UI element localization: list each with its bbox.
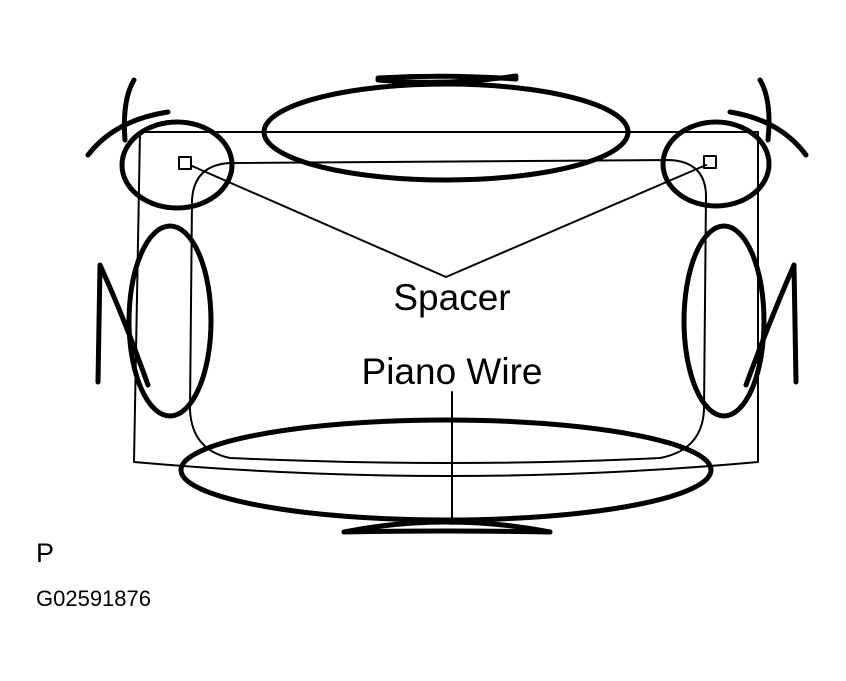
- wire-cross-right: [743, 262, 799, 388]
- wire-cross-top: [375, 73, 519, 85]
- cut-zone-left: [126, 223, 214, 419]
- wire-cross-bottom: [341, 519, 553, 535]
- molding-outline: [189, 159, 707, 464]
- cut-zone-top-right: [660, 119, 772, 209]
- wire-arc-top-left: [85, 109, 171, 158]
- wire-cross-left: [95, 262, 151, 388]
- wire-arc-top-left-2: [121, 77, 137, 143]
- wire-arc-top-right: [727, 109, 809, 158]
- spacer-leader-line: [191, 164, 707, 278]
- cut-zone-top-left: [119, 119, 235, 211]
- spacer-right: [703, 155, 717, 169]
- cut-zone-right: [681, 223, 767, 419]
- view-letter-label: P: [36, 538, 54, 568]
- wire-arc-top-right-2: [757, 77, 772, 143]
- piano-wire-label: Piano Wire: [362, 351, 543, 392]
- spacer-left: [178, 156, 192, 170]
- glass-outline: [133, 131, 759, 477]
- figure-code-label: G02591876: [36, 586, 151, 611]
- spacer-label: Spacer: [393, 277, 510, 318]
